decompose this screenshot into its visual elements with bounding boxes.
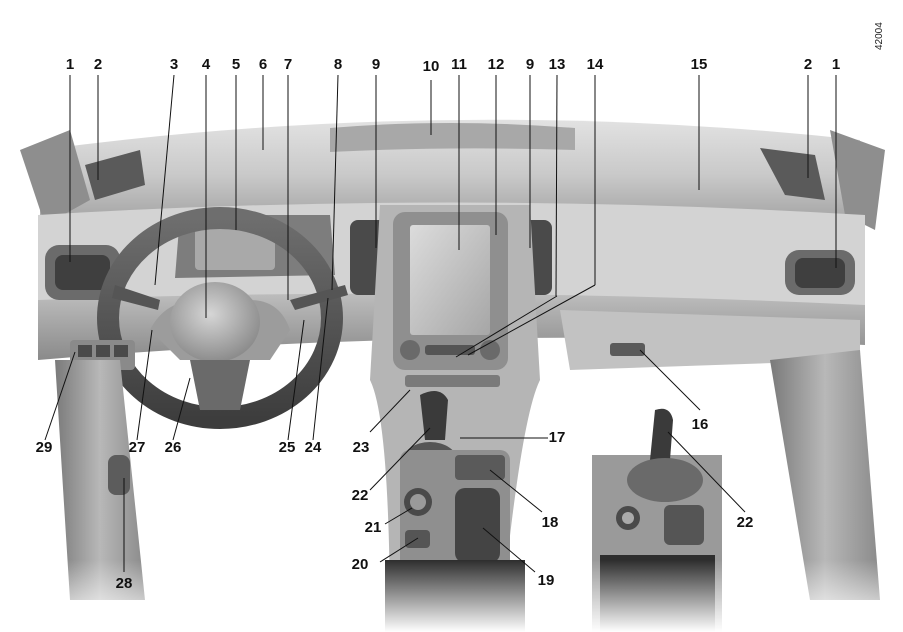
callout-label: 1 (65, 56, 75, 73)
callout-label: 4 (201, 56, 211, 73)
callout-label: 26 (164, 439, 182, 456)
steering-wheel (97, 207, 343, 429)
diagram-code: 42004 (874, 22, 885, 50)
callout-label: 2 (93, 56, 103, 73)
callout-label: 8 (333, 56, 343, 73)
multimedia-screen (410, 225, 490, 335)
callout-label: 5 (231, 56, 241, 73)
callout-label: 11 (451, 56, 467, 73)
callout-label: 27 (128, 439, 146, 456)
callout-label: 6 (258, 56, 268, 73)
callout-label: 25 (278, 439, 296, 456)
dashboard-top (40, 119, 860, 230)
callout-label: 7 (283, 56, 293, 73)
callout-label: 28 (115, 575, 133, 592)
callout-label: 13 (548, 56, 566, 73)
callout-label: 14 (586, 56, 604, 73)
callout-label: 20 (351, 556, 369, 573)
callout-label: 2 (803, 56, 813, 73)
callout-label: 12 (487, 56, 505, 73)
callout-label: 15 (690, 56, 708, 73)
callout-label: 29 (35, 439, 53, 456)
callout-label: 22 (351, 487, 369, 504)
callout-label: 19 (537, 572, 555, 589)
callout-label: 17 (548, 429, 566, 446)
callout-label: 9 (525, 56, 535, 73)
callout-label: 16 (691, 416, 709, 433)
callout-label: 10 (422, 58, 440, 75)
callout-label: 1 (831, 56, 841, 73)
callout-label: 23 (352, 439, 370, 456)
callout-label: 9 (371, 56, 381, 73)
callout-label: 24 (304, 439, 322, 456)
leader-lines (44, 74, 837, 573)
callout-label: 22 (736, 514, 754, 531)
callout-label: 3 (169, 56, 179, 73)
callout-label: 18 (541, 514, 559, 531)
callout-label: 21 (364, 519, 382, 536)
